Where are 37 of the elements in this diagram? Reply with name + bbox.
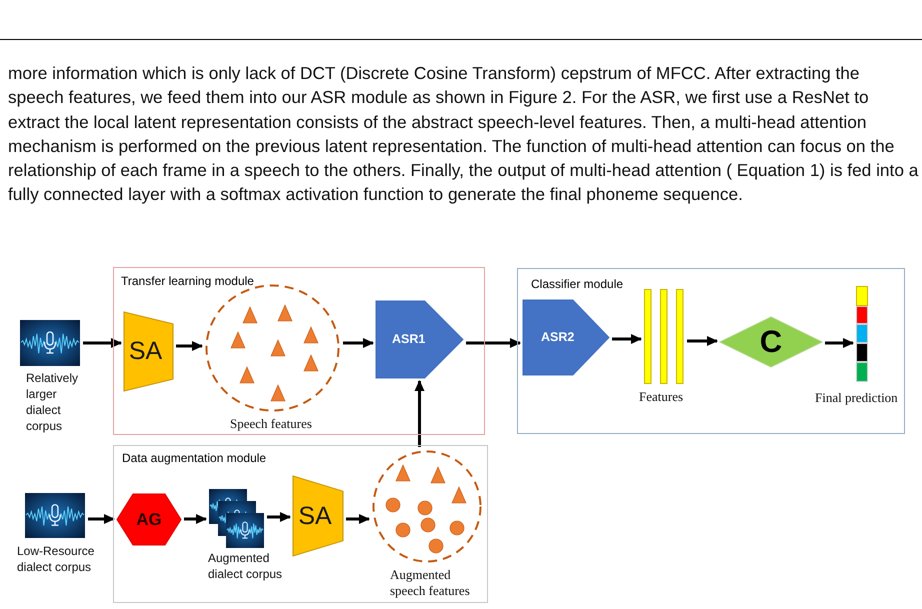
arrow [176,341,203,351]
node-label: SA [298,502,332,530]
module-title: Data augmentation module [122,450,266,466]
arrow [414,380,424,447]
arrow [184,514,207,524]
arrow [466,338,521,348]
trapezoid-block [293,476,343,556]
node-label: Final prediction [815,390,898,406]
module-panel [517,268,905,434]
arrow [612,334,642,344]
pentagon-block [523,300,609,375]
node-label: AG [136,510,162,530]
node-label: C [760,324,782,360]
module-title: Classifier module [531,276,624,292]
node-label: ASR1 [392,332,426,347]
node-label: Speech features [230,416,312,432]
arrow [88,514,115,524]
arrow [83,338,122,348]
node-label: Augmented dialect corpus [208,550,284,582]
trapezoid-block [124,312,173,391]
arrow [825,338,854,348]
diamond-block [720,317,822,367]
node-label: Relatively larger dialect corpus [26,370,80,434]
arrow [343,338,374,348]
node-label: Augmented speech features [390,567,471,599]
node-label: Features [639,389,684,405]
paragraph: more information which is only lack of DCT (Discrete Cosine Transform) cepstrum of MFCC. After extracting the speech features, we feed them into our ASR module as shown in Figure 2. For the ASR, we first use a ResNet to extract the local latent representation consists of the abstract speech-level features. Then, a multi-head attention mechanism is performed on the previous latent representation. The function of multi-head attention can focus on the relationship of each frame in a speech to the others. Finally, the output of multi-head attention ( Equation 1) is fed into a fully connected layer with a softmax activation function to generate the final phoneme sequence. [8,62,920,206]
arrow [267,512,291,522]
arrow [346,514,370,524]
arrow [687,336,718,346]
node-label: SA [128,337,162,366]
module-title: Transfer learning module [121,273,254,289]
node-label: ASR2 [541,330,574,345]
hexagon-block [117,494,181,545]
module-panel [113,267,485,435]
pentagon-block [376,301,463,378]
node-label: Low-Resource dialect corpus [17,543,96,575]
